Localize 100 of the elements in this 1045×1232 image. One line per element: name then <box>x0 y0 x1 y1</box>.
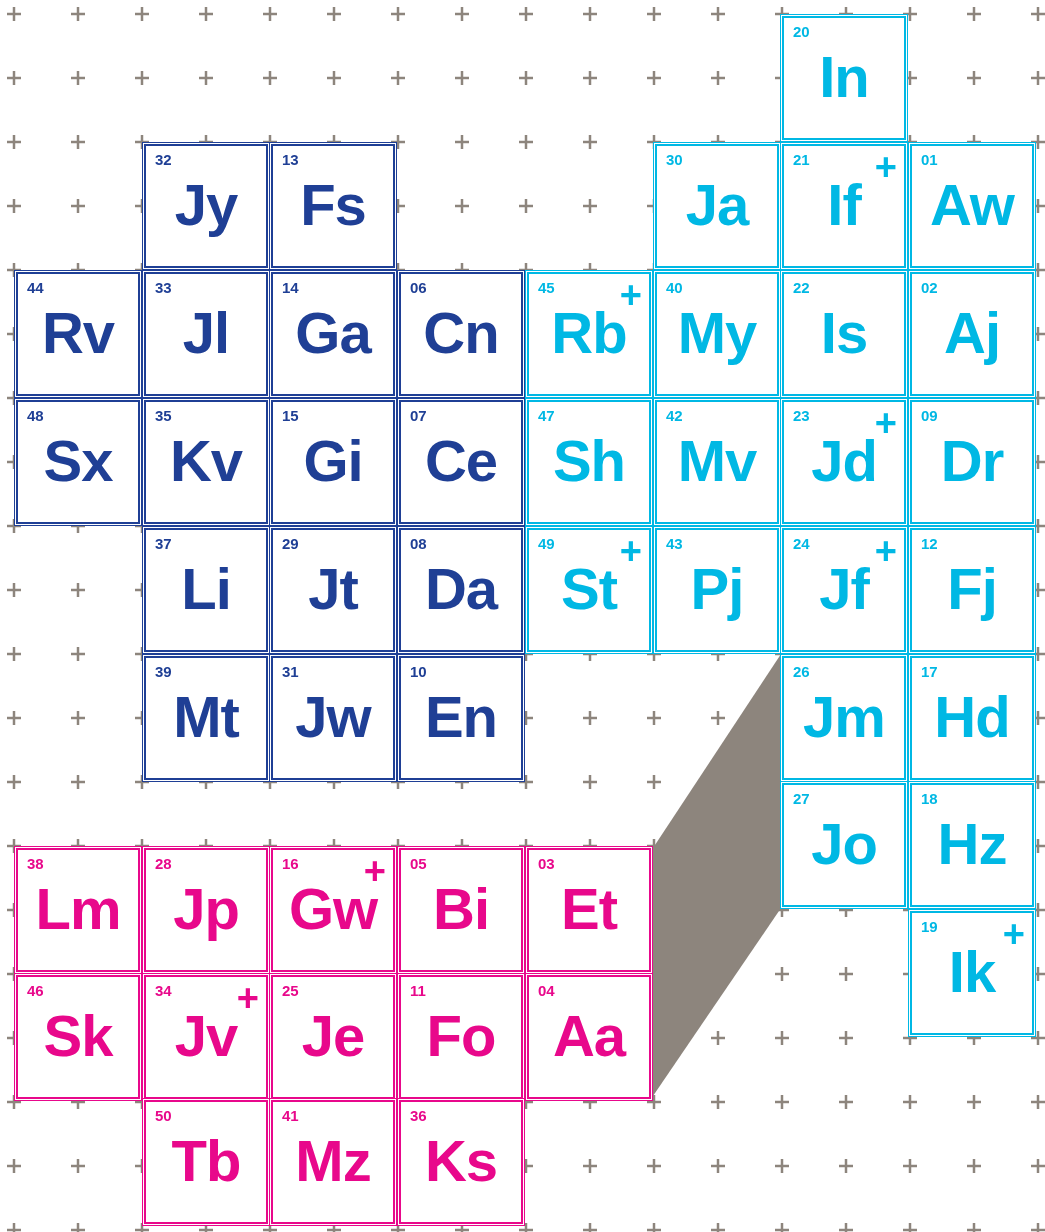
element-number: 43 <box>666 536 683 551</box>
element-number: 35 <box>155 408 172 423</box>
element-tile <box>655 400 779 524</box>
element-number: 40 <box>666 280 683 295</box>
element-tile <box>271 528 395 652</box>
element-symbol: En <box>423 688 499 746</box>
element-number: 30 <box>666 152 683 167</box>
element-symbol: Sk <box>42 1007 115 1065</box>
element-tile <box>144 144 268 268</box>
element-tile <box>527 528 651 652</box>
element-tile <box>271 975 395 1099</box>
element-symbol: Jv <box>173 1007 238 1065</box>
element-tile <box>782 400 906 524</box>
element-number: 44 <box>27 280 44 295</box>
element-number: 20 <box>793 24 810 39</box>
element-tile <box>399 1100 523 1224</box>
element-tile <box>144 656 268 780</box>
element-number: 28 <box>155 856 172 871</box>
element-tile <box>655 144 779 268</box>
element-symbol: Sx <box>42 432 114 490</box>
element-number: 33 <box>155 280 172 295</box>
element-tile <box>144 975 268 1099</box>
element-symbol: Jd <box>810 432 877 490</box>
element-symbol: Jm <box>802 688 886 746</box>
element-symbol: Rv <box>40 304 116 362</box>
element-symbol: Ik <box>947 943 997 1001</box>
element-number: 18 <box>921 791 938 806</box>
element-number: 37 <box>155 536 172 551</box>
element-tile <box>782 16 906 140</box>
element-number: 10 <box>410 664 427 679</box>
element-number: 29 <box>282 536 299 551</box>
element-tile <box>399 848 523 972</box>
element-tile <box>527 400 651 524</box>
element-tile <box>16 975 140 1099</box>
element-symbol: Mt <box>172 688 240 746</box>
element-number: 31 <box>282 664 299 679</box>
element-symbol: Jf <box>818 560 871 618</box>
element-tile <box>782 528 906 652</box>
element-tile <box>655 272 779 396</box>
element-number: 49 <box>538 536 555 551</box>
element-symbol: In <box>818 48 870 106</box>
element-number: 42 <box>666 408 683 423</box>
element-symbol: Fs <box>299 176 367 234</box>
element-number: 11 <box>410 983 426 998</box>
element-tile <box>271 656 395 780</box>
element-symbol: Aw <box>929 176 1016 234</box>
element-number: 39 <box>155 664 172 679</box>
element-number: 01 <box>921 152 938 167</box>
element-symbol: Kv <box>168 432 244 490</box>
element-symbol: Li <box>180 560 232 618</box>
element-tile <box>399 400 523 524</box>
element-number: 21 <box>793 152 810 167</box>
element-number: 14 <box>282 280 299 295</box>
element-number: 08 <box>410 536 427 551</box>
element-tile <box>144 528 268 652</box>
element-number: 23 <box>793 408 810 423</box>
element-number: 26 <box>793 664 810 679</box>
element-number: 24 <box>793 536 810 551</box>
element-tile <box>527 848 651 972</box>
element-symbol: Bi <box>432 880 490 938</box>
element-symbol: Da <box>423 560 499 618</box>
element-symbol: Hz <box>936 815 1008 873</box>
element-symbol: Ja <box>684 176 751 234</box>
element-number: 48 <box>27 408 44 423</box>
element-symbol: Is <box>819 304 869 362</box>
element-tile <box>16 272 140 396</box>
element-tile <box>271 272 395 396</box>
plus-mark: + <box>874 148 897 186</box>
element-number: 16 <box>282 856 299 871</box>
element-symbol: St <box>560 560 619 618</box>
element-symbol: If <box>826 176 863 234</box>
element-symbol: Et <box>560 880 619 938</box>
element-number: 46 <box>27 983 44 998</box>
element-symbol: Jt <box>307 560 359 618</box>
element-symbol: Dr <box>939 432 1005 490</box>
element-tile <box>782 783 906 907</box>
element-symbol: Fo <box>425 1007 497 1065</box>
element-number: 41 <box>282 1108 299 1123</box>
element-tile <box>527 272 651 396</box>
element-symbol: Lm <box>34 880 122 938</box>
element-tile <box>271 144 395 268</box>
element-tile <box>399 528 523 652</box>
plus-mark: + <box>236 979 259 1017</box>
element-tile <box>399 975 523 1099</box>
element-tile <box>782 272 906 396</box>
element-symbol: Jw <box>294 688 373 746</box>
element-number: 50 <box>155 1108 172 1123</box>
element-number: 15 <box>282 408 299 423</box>
element-number: 17 <box>921 664 938 679</box>
element-tile <box>16 400 140 524</box>
plus-mark: + <box>1002 915 1025 953</box>
plus-mark: + <box>874 404 897 442</box>
element-tile <box>399 272 523 396</box>
element-symbol: Hd <box>933 688 1011 746</box>
element-number: 22 <box>793 280 810 295</box>
element-tile <box>271 848 395 972</box>
element-symbol: Ks <box>423 1132 499 1190</box>
element-symbol: Tb <box>170 1132 242 1190</box>
element-tile <box>399 656 523 780</box>
element-tile <box>655 528 779 652</box>
